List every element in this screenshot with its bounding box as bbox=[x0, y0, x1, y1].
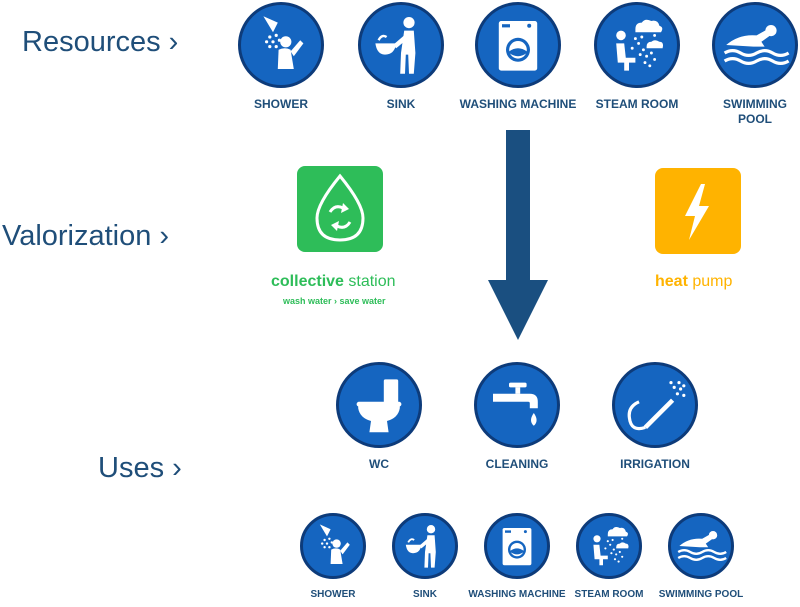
bottom-label-shower: SHOWER bbox=[310, 589, 356, 600]
steam-room-icon bbox=[576, 513, 642, 579]
collective-station-title: collective station bbox=[271, 273, 396, 291]
resource-label-swimming: SWIMMING bbox=[723, 97, 787, 111]
toilet-icon bbox=[336, 362, 422, 448]
resource-label-washing-machine: WASHING MACHINE bbox=[459, 97, 577, 111]
collective-station-subtitle: wash water › save water bbox=[283, 296, 386, 306]
water-recycle-icon bbox=[297, 166, 383, 252]
bottom-label-washing-machine: WASHING MACHINE bbox=[468, 589, 566, 600]
hose-sprayer-icon bbox=[612, 362, 698, 448]
bottom-label-sink: SINK bbox=[413, 589, 437, 600]
shower-icon bbox=[238, 2, 324, 88]
resource-label-pool: POOL bbox=[737, 112, 772, 126]
collective-station-title-rest: station bbox=[343, 273, 396, 290]
use-label-wc: WC bbox=[369, 457, 389, 471]
bottom-label-swimming-pool: SWIMMING POOL bbox=[658, 589, 744, 600]
lightning-icon bbox=[655, 168, 741, 254]
shower-icon bbox=[300, 513, 366, 579]
heat-pump-title-bold: heat bbox=[655, 273, 688, 290]
heat-pump-title: heat pump bbox=[655, 273, 732, 291]
steam-room-icon bbox=[594, 2, 680, 88]
resource-label-sink: SINK bbox=[386, 97, 416, 111]
use-label-cleaning: CLEANING bbox=[485, 457, 549, 471]
heat-pump-title-rest: pump bbox=[687, 273, 733, 290]
flow-arrow bbox=[488, 130, 548, 340]
sink-icon bbox=[358, 2, 444, 88]
resource-label-shower: SHOWER bbox=[254, 97, 308, 111]
use-label-irrigation: IRRIGATION bbox=[620, 457, 690, 471]
swimming-pool-icon bbox=[668, 513, 734, 579]
washing-machine-icon bbox=[484, 513, 550, 579]
faucet-icon bbox=[474, 362, 560, 448]
uses-row-label: Uses › bbox=[98, 452, 182, 484]
collective-station-title-bold: collective bbox=[271, 273, 344, 290]
swimming-pool-icon bbox=[712, 2, 798, 88]
bottom-label-steam-room: STEAM ROOM bbox=[574, 589, 644, 600]
valorization-row-label: Valorization › bbox=[2, 220, 170, 252]
resource-label-steam-room: STEAM ROOM bbox=[595, 97, 679, 111]
resources-row-label: Resources › bbox=[22, 26, 179, 58]
sink-icon bbox=[392, 513, 458, 579]
washing-machine-icon bbox=[475, 2, 561, 88]
